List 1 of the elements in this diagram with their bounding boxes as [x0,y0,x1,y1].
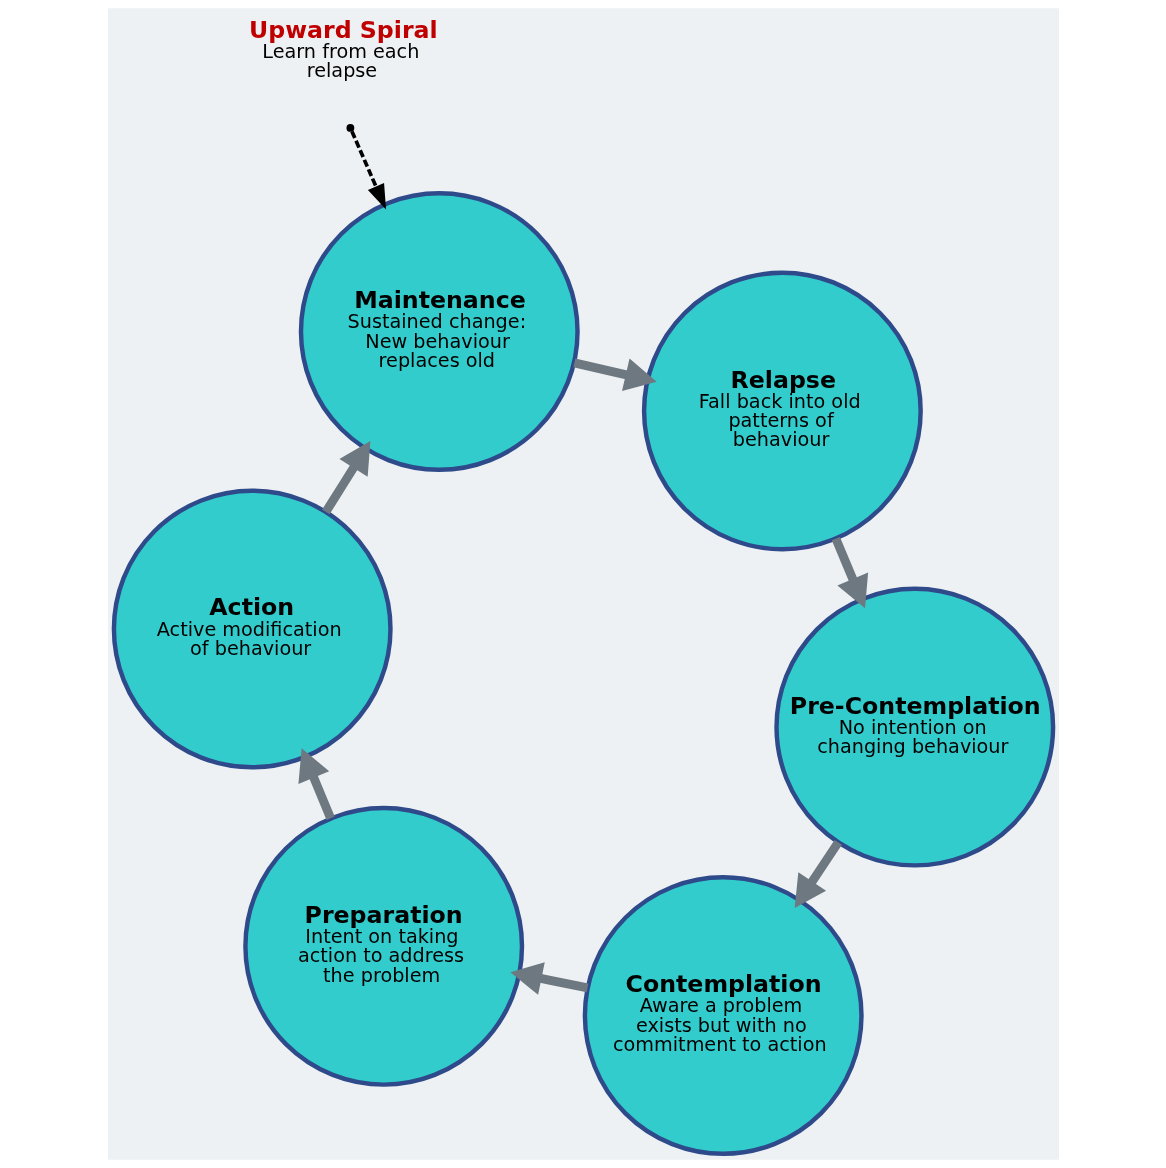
node-text: Upward Spiral Learn from each relapse [248,15,438,82]
